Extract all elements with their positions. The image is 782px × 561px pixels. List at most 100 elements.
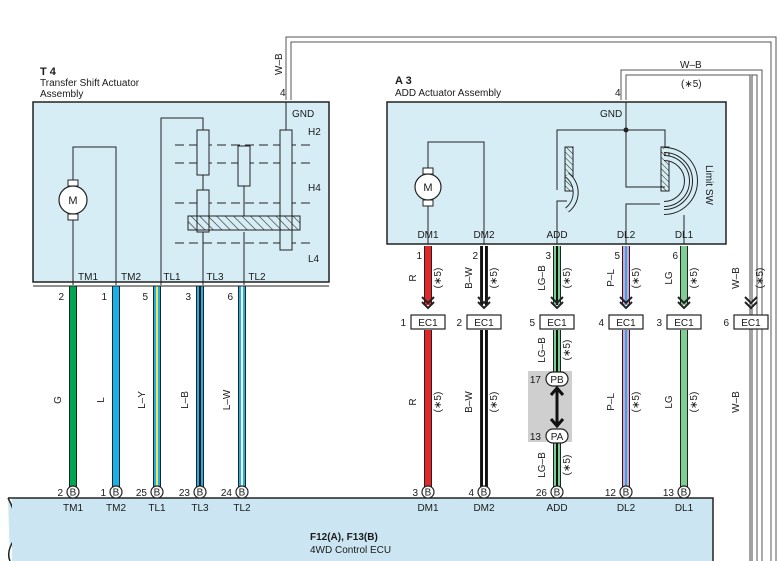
a3-limit-sw-label: Limit SW [703,165,714,206]
a3-ecu-wire-color-add: LG–B [537,452,548,478]
a3-dl2-ec1-connector [608,314,644,330]
a3-pin-dm1: 1 [416,251,422,262]
a3-wire-color-dm1: R [408,274,419,281]
a3-dl1-ec1-pin: 3 [656,318,662,329]
t4-tm2-ecu-pin: 1 [100,488,106,499]
t4-wire-color-tm2: L [96,397,107,403]
a3-dm2-ec1-label: EC1 [474,318,494,329]
t4-terminal-tm1: TM1 [78,272,98,283]
a3-dl1-ecu-pin: 13 [663,488,675,499]
a3-dl1-ecu-connector-label: B [681,488,688,499]
a3-dm1-ecu-pin: 3 [412,488,418,499]
a3-chevron-dm1 [421,296,435,310]
a3-wire-color-dm2: B–W [464,267,475,289]
a3-ref: A 3 [395,75,412,87]
t4-tl3-ecu-terminal: TL3 [191,503,209,514]
a3-shield-dm2: (∗5) [489,268,500,289]
t4-internal-circuit [72,102,287,285]
t4-pos-l4: L4 [308,254,320,265]
a3-chevron-add [550,296,564,310]
a3-shield-add: (∗5) [562,268,573,289]
a3-gnd-label: GND [600,109,622,120]
a3-dl2-ecu-terminal: DL2 [617,503,636,514]
a3-shield-dl2: (∗5) [631,268,642,289]
a3-terminal-dl2: DL2 [617,230,636,241]
t4-slider [187,215,301,231]
a3-terminal-add: ADD [546,230,567,241]
a3-name: ADD Actuator Assembly [395,88,501,99]
t4-tl2-ecu-connector [235,485,249,499]
junction-pa-pin: 13 [530,432,542,443]
ground-wire-color: W–B [731,267,742,289]
t4-pin-tm1: 2 [58,292,64,303]
a3-lower-wire-color-add: LG–B [537,337,548,363]
t4-tm2-ecu-connector-label: B [113,488,120,499]
a3-lower-wire-color-dm2: B–W [464,391,475,413]
a3-add-ec1-connector [539,314,575,330]
a3-internal-circuit [427,102,685,244]
t4-pos-h2: H2 [308,127,321,138]
t4-tl1-ecu-terminal: TL1 [148,503,166,514]
ecu-ref: F12(A), F13(B) [310,532,378,543]
a3-add-ec1-label: EC1 [547,318,567,329]
ground-wire-chevron [744,296,758,310]
a3-add-ec1-pin: 5 [529,318,535,329]
junction-pa-label: PA [551,432,564,443]
a3-dl1-ec1-label: EC1 [674,318,694,329]
t4-pin-tl3: 3 [185,292,191,303]
a3-dm2-ecu-terminal: DM2 [473,503,495,514]
ground-wire-shield: (∗5) [755,268,766,289]
a3-gnd-wire-color: W–B [680,60,702,71]
a3-ecu-shield-add: (∗5) [562,455,573,476]
junction-pb-pin: 17 [530,375,542,386]
t4-wire-color-tl3: L–B [180,391,191,409]
a3-add-ecu-connector [550,485,564,499]
t4-ground-wire-inner [290,41,772,561]
ecu-box-fill [12,499,712,561]
a3-dl2-ecu-connector-label: B [623,488,630,499]
t4-tl3-ecu-connector-label: B [197,488,204,499]
a3-dl2-ecu-connector [619,485,633,499]
a3-wire-color-dl1: LG [664,271,675,285]
t4-pin-tl1: 5 [142,292,148,303]
ecu-name: 4WD Control ECU [310,545,391,556]
ground-ec1-connector [733,314,769,330]
t4-tm2-ecu-terminal: TM2 [106,503,126,514]
a3-add-ecu-pin: 26 [536,488,548,499]
t4-tl1-ecu-connector-label: B [154,488,161,499]
a3-lower-shield-dl2: (∗5) [631,392,642,413]
t4-motor-label: M [68,195,77,207]
t4-ground-wire-outer [285,36,777,561]
t4-wire-color-tm1: G [53,396,64,404]
a3-dm1-ec1-connector [410,314,446,330]
a3-shield-dl1: (∗5) [689,268,700,289]
a3-dm2-ec1-connector [466,314,502,330]
t4-terminal-tl1: TL1 [163,272,181,283]
a3-dm2-ecu-connector-label: B [481,488,488,499]
a3-lower-shield-dm2: (∗5) [489,392,500,413]
a3-wire-color-dl2: P–L [606,269,617,287]
a3-dl1-ecu-connector [677,485,691,499]
a3-lower-shield-add: (∗5) [562,340,573,361]
a3-dl2-ec1-pin: 4 [598,318,604,329]
a3-dl2-ec1-label: EC1 [616,318,636,329]
ground-ec1-pin: 6 [723,318,729,329]
a3-pin-add: 3 [545,251,551,262]
a3-wire-color-add: LG–B [537,265,548,291]
t4-terminal-tl2: TL2 [248,272,266,283]
t4-gnd-wire-color: W–B [274,53,285,75]
t4-gnd-pin: 4 [280,88,286,99]
junction-pa-connector [545,428,569,444]
junction-pb-label: PB [550,375,564,386]
t4-terminal-tm2: TM2 [121,272,141,283]
a3-ground-junction [623,127,629,133]
a3-pin-dm2: 2 [472,251,478,262]
t4-wire-color-tl2: L–W [222,389,233,410]
t4-tl1-ecu-connector [150,485,164,499]
a3-chevron-dl2 [619,296,633,310]
t4-tm1-ecu-terminal: TM1 [63,503,83,514]
a3-dm1-ec1-label: EC1 [418,318,438,329]
a3-dl1-ec1-connector [666,314,702,330]
